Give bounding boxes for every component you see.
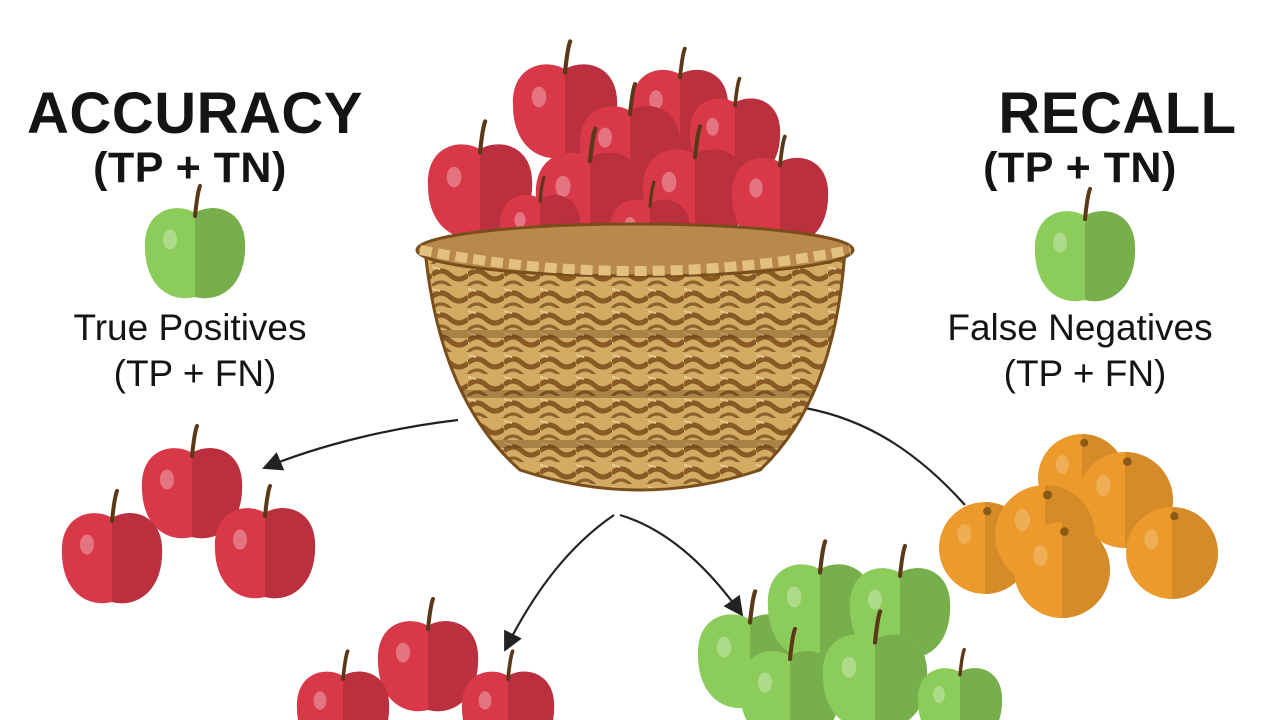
red-apple [61,489,163,604]
basket [415,222,855,492]
connectors [262,406,966,652]
green-apple [822,609,928,720]
false-negatives-formula: (TP + FN) [1003,353,1167,394]
arrow-to-bottom-apples [504,514,615,652]
accuracy-title: ACCURACY [27,81,363,146]
orange [1126,507,1218,599]
red-apples-icon [61,424,316,604]
recall-title: RECALL [998,81,1237,146]
true-positives-label: True Positives [73,307,307,348]
basket-apples [427,39,829,272]
accuracy-formula: (TP + TN) [93,144,287,192]
recall-formula: (TP + TN) [983,144,1177,192]
connector-to-oranges [804,406,966,506]
green-apples-icon [697,539,1003,720]
red-apple [377,597,479,712]
arrow-to-left-apples [262,418,459,471]
right-green-apple [1034,187,1136,302]
green-apple [739,627,841,720]
green-apple-icon [144,184,246,299]
apple-basket-icon [415,39,855,492]
false-negatives-label: False Negatives [947,307,1213,348]
basket-apple [731,134,829,245]
green-apple-icon [1034,187,1136,302]
arrow-to-green-apples [619,513,744,617]
red-apple [461,649,555,720]
left-green-apple [144,184,246,299]
true-positives-formula: (TP + FN) [113,353,277,394]
red-apples-icon [296,597,555,720]
green-apple [917,647,1003,720]
orange [1014,522,1110,618]
red-apple [296,649,390,720]
oranges-icon [939,434,1218,618]
red-apple [214,484,316,599]
